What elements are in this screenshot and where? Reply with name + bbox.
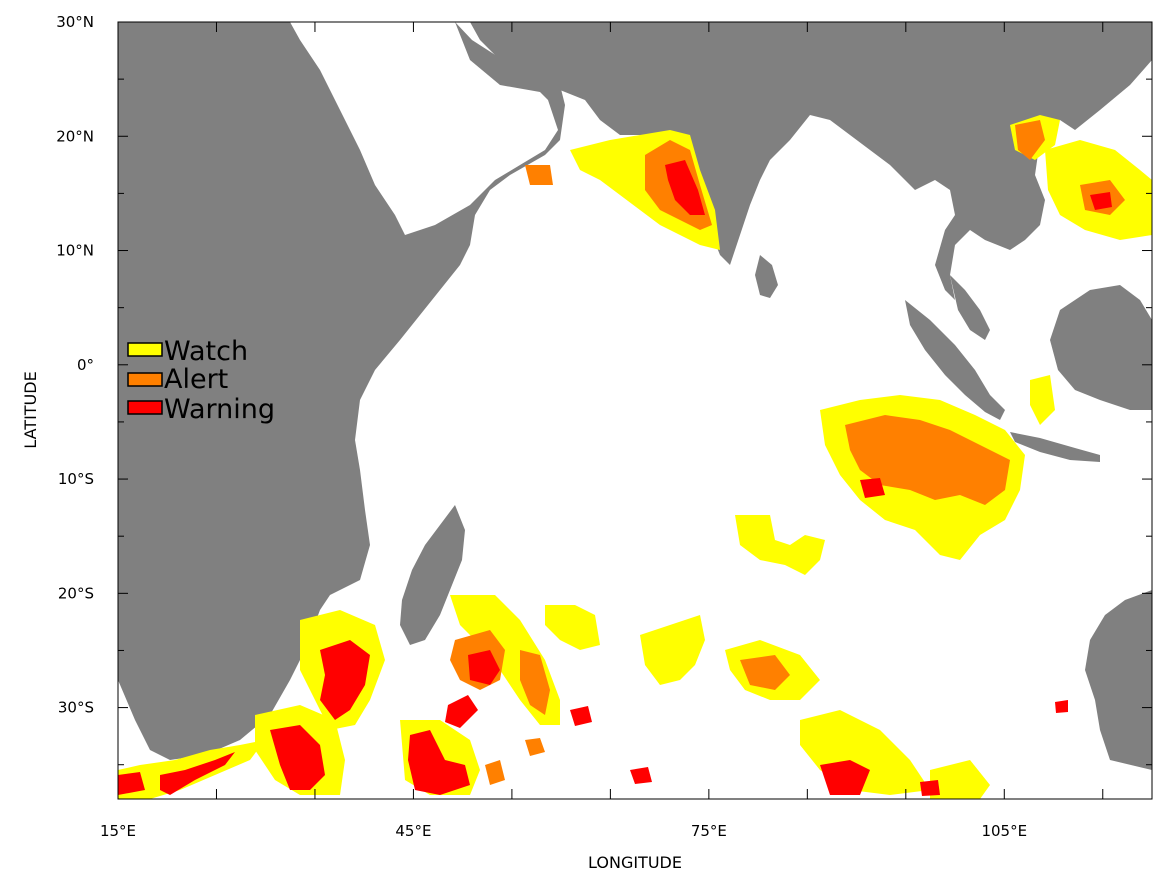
- africa-landmass: [118, 22, 565, 760]
- watch-area: [640, 615, 705, 685]
- alert-area: [740, 655, 790, 690]
- java-landmass: [1010, 432, 1100, 462]
- legend: Watch Alert Warning: [127, 336, 275, 425]
- borneo-landmass: [1050, 285, 1152, 410]
- watch-area: [1030, 375, 1055, 425]
- legend-swatch-watch: [127, 342, 163, 357]
- warning-area: [570, 706, 592, 726]
- y-tick-label: 30°S: [58, 699, 94, 717]
- warning-area: [1090, 192, 1112, 210]
- alert-area: [525, 165, 553, 185]
- map-plot-area: [118, 22, 1152, 799]
- sri-lanka-landmass: [755, 255, 778, 298]
- warning-area: [920, 780, 940, 796]
- legend-swatch-warning: [127, 400, 163, 415]
- warning-area: [630, 767, 652, 784]
- warning-area: [270, 725, 325, 790]
- x-tick-label: 105°E: [981, 822, 1027, 840]
- alert-area: [1015, 120, 1045, 160]
- y-tick-label: 20°N: [56, 127, 94, 145]
- y-tick-label: 10°N: [56, 242, 94, 260]
- y-tick-labels: 30°N 20°N 10°N 0° 10°S 20°S 30°S: [56, 13, 94, 717]
- warning-area: [665, 160, 705, 215]
- watch-area: [545, 605, 600, 650]
- y-tick-label: 30°N: [56, 13, 94, 31]
- warning-area: [468, 650, 500, 685]
- alert-area: [520, 650, 550, 715]
- watch-area: [930, 760, 990, 799]
- alert-area: [845, 415, 1010, 505]
- madagascar-landmass: [400, 505, 465, 645]
- warning-area: [445, 695, 478, 728]
- y-axis-title: LATITUDE: [21, 371, 40, 448]
- warning-area: [860, 478, 885, 498]
- legend-swatch-alert: [127, 372, 163, 387]
- x-axis-title: LONGITUDE: [588, 853, 682, 872]
- land-masses: [118, 22, 1152, 770]
- sumatra-landmass: [905, 300, 1005, 420]
- alert-area: [525, 738, 545, 756]
- legend-label-watch: Watch: [164, 336, 248, 367]
- warning-area: [1055, 700, 1068, 713]
- x-tick-labels: 15°E 45°E 75°E 105°E: [100, 822, 1027, 840]
- alert-area: [485, 760, 505, 785]
- x-tick-label: 15°E: [100, 822, 136, 840]
- warning-area: [820, 760, 870, 795]
- y-tick-label: 0°: [77, 356, 94, 374]
- y-tick-label: 10°S: [58, 470, 94, 488]
- malay-peninsula-landmass: [950, 275, 990, 340]
- axis-ticks: [117, 21, 1152, 799]
- warning-area: [160, 752, 235, 795]
- australia-landmass: [1085, 590, 1152, 770]
- plot-frame: [117, 21, 1153, 800]
- legend-label-alert: Alert: [164, 364, 228, 395]
- warning-areas: [118, 160, 1112, 796]
- warning-area: [320, 640, 370, 720]
- asia-landmass: [470, 22, 1152, 300]
- legend-label-warning: Warning: [164, 394, 275, 425]
- watch-area: [735, 515, 825, 575]
- warning-area: [118, 772, 145, 795]
- warning-area: [408, 730, 470, 795]
- x-tick-label: 75°E: [691, 822, 727, 840]
- x-tick-label: 45°E: [395, 822, 431, 840]
- y-tick-label: 20°S: [58, 584, 94, 602]
